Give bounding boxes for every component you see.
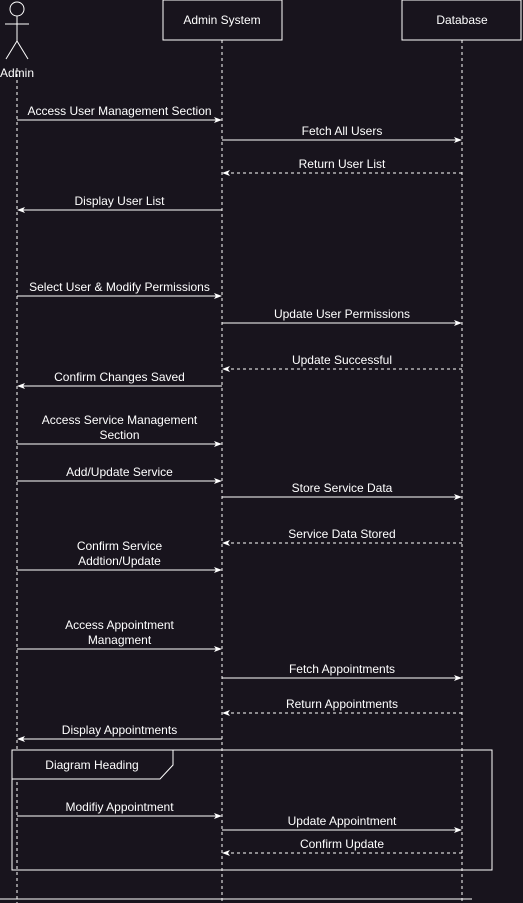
message-label: Display Appointments bbox=[62, 723, 177, 737]
message-7[interactable]: Update Successful bbox=[222, 353, 462, 372]
message-label: Managment bbox=[88, 633, 152, 647]
message-label: Return Appointments bbox=[286, 697, 398, 711]
message-18[interactable]: Modifiy Appointment bbox=[17, 800, 222, 819]
message-label: Confirm Changes Saved bbox=[54, 370, 185, 384]
message-label: Service Data Stored bbox=[288, 527, 395, 541]
message-label: Fetch Appointments bbox=[289, 662, 395, 676]
diagram-heading-frame[interactable]: Diagram Heading bbox=[11, 749, 493, 871]
message-5[interactable]: Select User & Modify Permissions bbox=[17, 280, 222, 299]
message-15[interactable]: Fetch Appointments bbox=[222, 662, 462, 681]
message-label: Return User List bbox=[299, 157, 386, 171]
message-6[interactable]: Update User Permissions bbox=[222, 307, 462, 326]
message-label: Add/Update Service bbox=[66, 465, 173, 479]
frame-label: Diagram Heading bbox=[45, 758, 138, 772]
message-16[interactable]: Return Appointments bbox=[222, 697, 462, 716]
message-label: Display User List bbox=[74, 194, 165, 208]
admin-actor-icon bbox=[5, 1, 29, 60]
message-label: Update Successful bbox=[292, 353, 392, 367]
message-label: Access Appointment bbox=[65, 618, 174, 632]
message-label: Update Appointment bbox=[288, 814, 397, 828]
message-label: Modifiy Appointment bbox=[65, 800, 174, 814]
message-10[interactable]: Add/Update Service bbox=[17, 465, 222, 484]
message-19[interactable]: Update Appointment bbox=[222, 814, 462, 833]
message-label: Addtion/Update bbox=[78, 554, 161, 568]
message-11[interactable]: Store Service Data bbox=[222, 481, 462, 500]
admin-system-label: Admin System bbox=[183, 13, 260, 27]
message-1[interactable]: Access User Management Section bbox=[17, 104, 222, 123]
message-label: Section bbox=[99, 428, 139, 442]
database-label: Database bbox=[436, 13, 488, 27]
message-12[interactable]: Service Data Stored bbox=[222, 527, 462, 546]
message-label: Confirm Update bbox=[300, 837, 384, 851]
admin-actor-label: Admin bbox=[0, 66, 34, 80]
message-label: Update User Permissions bbox=[274, 307, 410, 321]
message-label: Confirm Service bbox=[77, 539, 163, 553]
message-label: Fetch All Users bbox=[302, 124, 383, 138]
message-label: Store Service Data bbox=[292, 481, 393, 495]
message-8[interactable]: Confirm Changes Saved bbox=[17, 370, 222, 389]
message-20[interactable]: Confirm Update bbox=[222, 837, 462, 856]
database-box[interactable] bbox=[401, 0, 522, 41]
message-label: Access Service Management bbox=[42, 413, 198, 427]
message-label: Access User Management Section bbox=[27, 104, 211, 118]
message-label: Select User & Modify Permissions bbox=[29, 280, 210, 294]
admin-system-box[interactable] bbox=[162, 0, 283, 41]
message-4[interactable]: Display User List bbox=[17, 194, 222, 213]
message-3[interactable]: Return User List bbox=[222, 157, 462, 176]
message-17[interactable]: Display Appointments bbox=[17, 723, 222, 742]
message-2[interactable]: Fetch All Users bbox=[222, 124, 462, 143]
